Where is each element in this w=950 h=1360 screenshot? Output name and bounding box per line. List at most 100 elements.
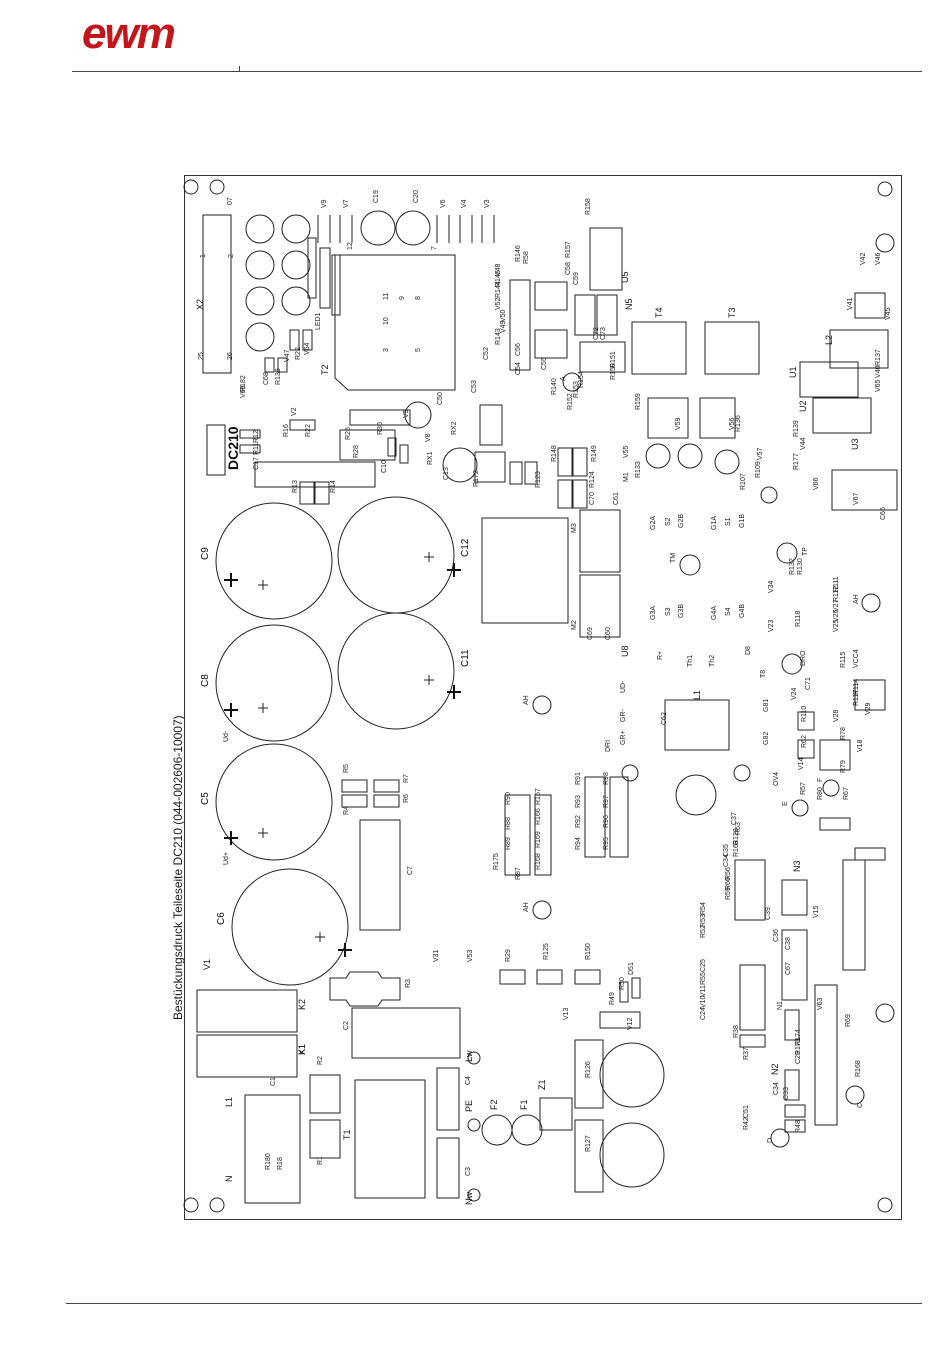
label-C25: C25 — [700, 959, 707, 972]
label-M2: M2 — [571, 620, 578, 630]
label-R115: R115 — [840, 652, 847, 668]
label-V53: V53 — [467, 949, 474, 962]
label-Ud-: Ud- — [223, 730, 230, 742]
label-R132: R132 — [789, 558, 796, 575]
label-GR+: GR+ — [620, 730, 627, 745]
label-N3: N3 — [792, 860, 802, 872]
label-C11: C11 — [460, 649, 471, 667]
label-U2: U2 — [798, 400, 808, 412]
label-S3: S3 — [665, 607, 672, 616]
label-R146: R146 — [515, 245, 522, 262]
label-C8: C8 — [200, 674, 211, 687]
label-AH: AH — [523, 695, 530, 705]
label-R117: R117 — [853, 690, 860, 706]
label-V48: V48 — [495, 263, 502, 276]
label-R91: R91 — [575, 772, 582, 785]
label-C24: C24 — [700, 1007, 707, 1020]
label-U3: U3 — [850, 438, 860, 450]
label-K2: K2 — [297, 999, 307, 1010]
label-R3: R3 — [405, 979, 412, 988]
label-G3A: G3A — [650, 606, 657, 620]
label-R97: R97 — [603, 795, 610, 808]
label-R80: R80 — [817, 787, 824, 800]
cap-c20 — [395, 210, 431, 246]
label-D8: D8 — [745, 646, 752, 655]
label-R30: R30 — [377, 422, 384, 435]
label-R+: R+ — [657, 651, 664, 660]
label-R2: R2 — [317, 1056, 324, 1065]
label-U5: U5 — [620, 271, 630, 283]
label-C10: C10 — [381, 460, 388, 473]
label-R166: R166 — [535, 808, 542, 825]
pin-number: 7 — [431, 246, 438, 250]
label-R159: R159 — [635, 393, 642, 410]
label-V6: V6 — [440, 199, 447, 208]
label-R48: R48 — [795, 1120, 802, 1133]
label-C54: C54 — [515, 362, 522, 375]
label-C35: C35 — [723, 844, 730, 857]
label-R149: R149 — [591, 445, 598, 462]
label-X1: X1 — [297, 1044, 307, 1055]
label-G1B: G1B — [739, 514, 746, 528]
label-Th1: Th1 — [687, 655, 694, 667]
label-R180: R180 — [265, 1153, 272, 1170]
label-C36: C36 — [773, 929, 780, 942]
label-R63: R63 — [735, 822, 742, 835]
label-R173: R173 — [795, 1038, 802, 1055]
label-V18: V18 — [857, 739, 864, 752]
header-rule-tick — [239, 66, 240, 72]
label-VCC4: VCC4 — [853, 649, 860, 668]
label-V56: V56 — [729, 417, 736, 430]
label-R6: R6 — [403, 794, 410, 803]
label-PE: PE — [464, 1100, 474, 1112]
label-G81: G81 — [763, 699, 770, 712]
label-C3: C3 — [465, 1167, 472, 1176]
label-S1: S1 — [725, 517, 732, 526]
label-N2: N2 — [770, 1063, 780, 1075]
pin-number: 1 — [200, 254, 207, 258]
label-R151: R151 — [610, 351, 617, 368]
label-V12: V12 — [627, 1017, 634, 1030]
relay-k1 — [196, 1034, 298, 1078]
label-R37: R37 — [743, 1047, 750, 1060]
label-DRO: DRO — [800, 650, 807, 666]
label-A: A — [560, 376, 567, 381]
label-V46: V46 — [875, 252, 882, 265]
label-R94: R94 — [575, 837, 582, 850]
label-R143: R143 — [495, 328, 502, 345]
label-R136: R136 — [735, 415, 742, 432]
label-AH: AH — [853, 594, 860, 604]
label-C9: C9 — [200, 547, 211, 560]
label-V5: V5 — [403, 409, 410, 418]
cap-c7 — [359, 819, 401, 931]
label-RX1: RX1 — [427, 451, 434, 465]
pin-number: 12 — [347, 242, 354, 250]
footer-rule — [66, 1303, 922, 1304]
label-R169: R169 — [535, 831, 542, 848]
label-C71: C71 — [805, 677, 812, 690]
cap-c5 — [215, 743, 333, 861]
label-V41: V41 — [847, 297, 854, 310]
label-V45: V45 — [885, 307, 892, 320]
label-R42: R42 — [743, 1117, 750, 1130]
label-R128: R128 — [733, 828, 740, 845]
label-V13: V13 — [563, 1007, 570, 1020]
label-C33: C33 — [783, 1087, 790, 1100]
label-UD-: UD- — [620, 680, 627, 693]
label-M3: M3 — [571, 523, 578, 533]
label-R137: R137 — [875, 349, 882, 366]
label-V7: V7 — [343, 199, 350, 208]
label-R163: R163 — [733, 840, 740, 857]
label-V65: V65 — [875, 379, 882, 392]
label-V9: V9 — [321, 199, 328, 208]
label-C39: C39 — [765, 907, 772, 920]
label-R60: R60 — [725, 877, 732, 890]
cap-c3 — [436, 1137, 460, 1199]
label-R95: R95 — [603, 837, 610, 850]
label-R55: R55 — [700, 972, 707, 985]
label-C1: C1 — [270, 1077, 277, 1086]
label-C19: C19 — [373, 190, 380, 203]
label-V67: V67 — [853, 492, 860, 505]
label-V47: V47 — [284, 349, 291, 362]
